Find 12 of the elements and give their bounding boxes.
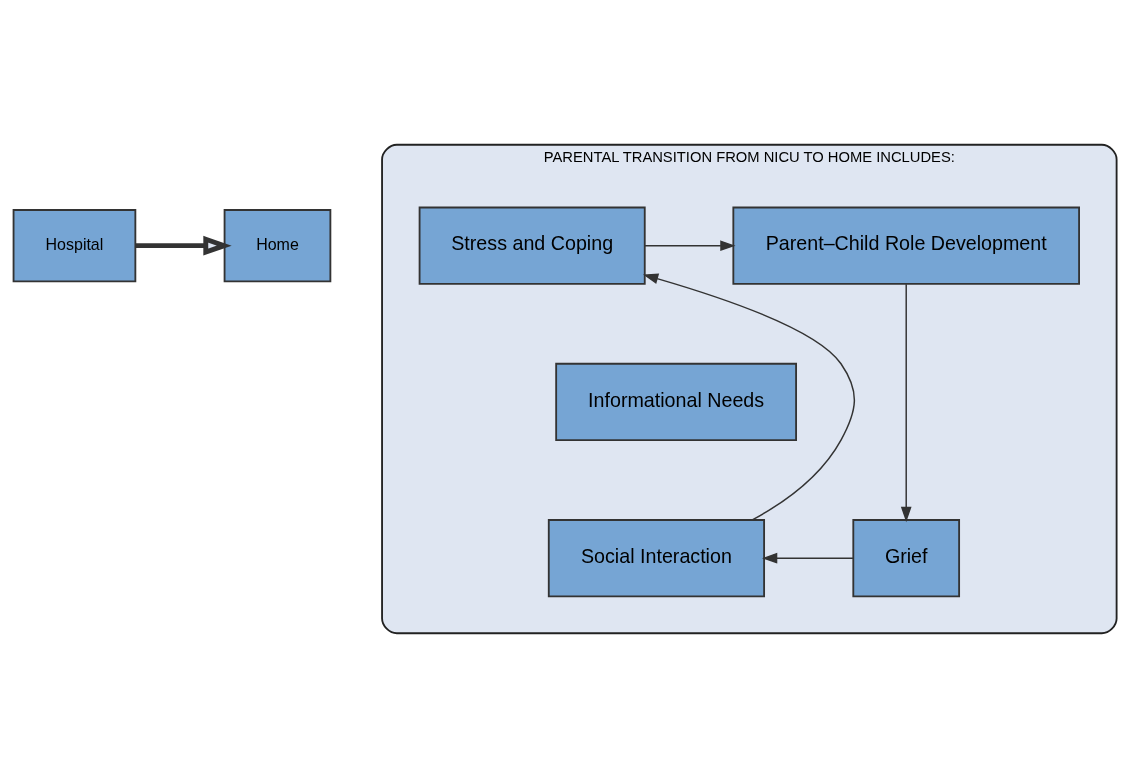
node-box: Home — [223, 209, 332, 283]
arrow — [135, 235, 232, 256]
node-box: Social Interaction — [547, 519, 766, 598]
node-box: Hospital — [12, 209, 137, 283]
arrow — [900, 283, 912, 523]
arrow — [762, 552, 854, 564]
node-box: Grief — [852, 519, 961, 598]
node-box: Parent–Child Role Development — [732, 206, 1080, 285]
arrow — [642, 273, 856, 521]
arrow — [644, 240, 736, 251]
node-box: Informational Needs — [555, 362, 797, 441]
node-box: Stress and Coping — [418, 206, 646, 285]
